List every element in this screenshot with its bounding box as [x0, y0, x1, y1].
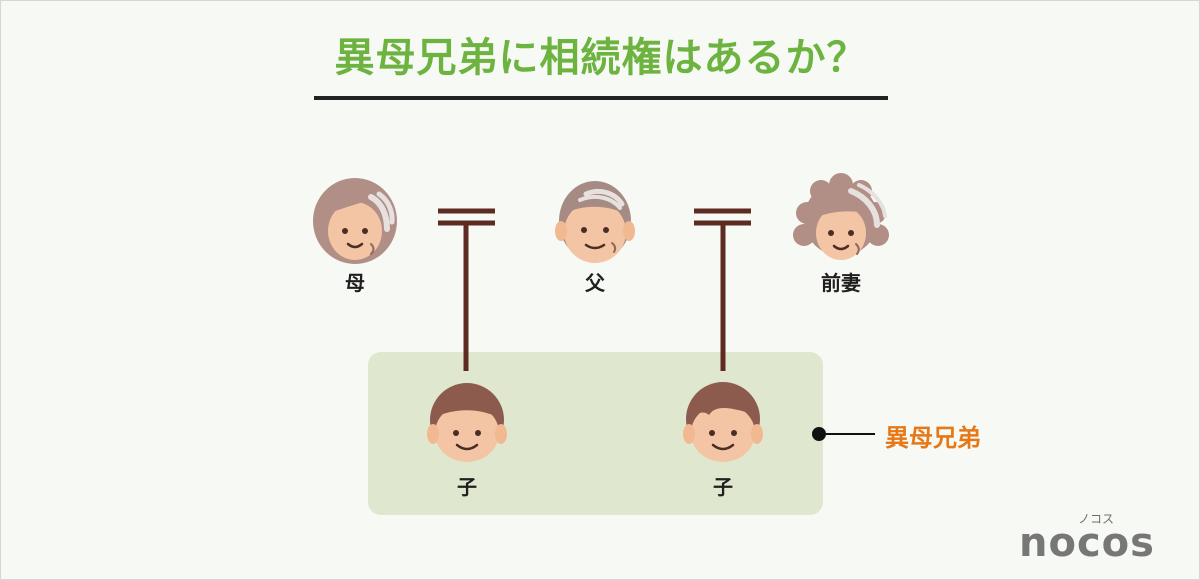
left-ear	[683, 424, 695, 444]
bangs-shape	[817, 202, 866, 217]
half-siblings-callout	[812, 427, 875, 441]
curl	[829, 173, 853, 197]
gray-hair-stroke	[368, 194, 390, 232]
curl	[867, 224, 889, 246]
left-eye	[453, 430, 459, 436]
left-ear	[427, 424, 439, 444]
face-shape	[691, 404, 755, 462]
smile	[584, 243, 606, 250]
half-siblings-label: 異母兄弟	[885, 424, 981, 452]
right-eye	[475, 430, 481, 436]
curl	[850, 180, 872, 202]
hairline-shape	[433, 397, 502, 419]
left-ear	[555, 221, 567, 241]
right-ear	[495, 424, 507, 444]
curly-hair-woman-face-icon	[793, 173, 889, 260]
smile	[711, 443, 735, 451]
left-eye	[581, 227, 587, 233]
left-eye	[342, 228, 348, 234]
page-title: 異母兄弟に相続権はあるか？	[334, 35, 868, 81]
right-eye	[848, 230, 854, 236]
man-face-icon	[555, 181, 635, 263]
curl	[810, 180, 832, 202]
right-ear	[623, 221, 635, 241]
face-shape	[816, 206, 866, 260]
wrinkle	[611, 242, 617, 253]
boy-face-icon	[427, 383, 507, 462]
gray-hair-stroke	[578, 194, 622, 210]
curl	[793, 224, 815, 246]
left-child-label: 子	[457, 475, 477, 499]
filled-dot-icon	[812, 427, 826, 441]
curl	[796, 202, 818, 224]
brand-logo-text: nocos	[1019, 520, 1155, 566]
mother-label: 母	[345, 271, 365, 295]
face-shape	[435, 404, 499, 462]
mother-marriage-line	[438, 208, 495, 371]
gray-hair-stroke	[583, 188, 625, 207]
brand-kana: ノコス	[1077, 512, 1114, 526]
former-wife-marriage-line	[694, 208, 751, 371]
father-label: 父	[585, 271, 605, 295]
right-eye	[362, 228, 368, 234]
face-shape	[328, 202, 382, 260]
side-part-hair-shape	[689, 397, 758, 421]
right-ear	[751, 424, 763, 444]
smile	[455, 443, 479, 451]
smile	[346, 242, 364, 249]
right-child-label: 子	[713, 475, 733, 499]
woman-face-icon	[313, 178, 397, 264]
wrinkle	[370, 243, 375, 255]
boy-face-icon	[683, 382, 763, 462]
gray-hair-stroke	[376, 191, 395, 225]
right-eye	[603, 227, 609, 233]
left-eye	[709, 430, 715, 436]
bangs-shape	[326, 193, 376, 214]
gray-hair-stroke	[848, 188, 880, 228]
left-eye	[828, 230, 834, 236]
former-wife-label: 前妻	[821, 271, 861, 295]
gray-hair-stroke	[857, 183, 887, 218]
smile	[832, 244, 850, 251]
right-eye	[731, 430, 737, 436]
face-shape	[564, 201, 626, 263]
wrinkle	[855, 243, 860, 255]
title-underline	[314, 96, 888, 100]
